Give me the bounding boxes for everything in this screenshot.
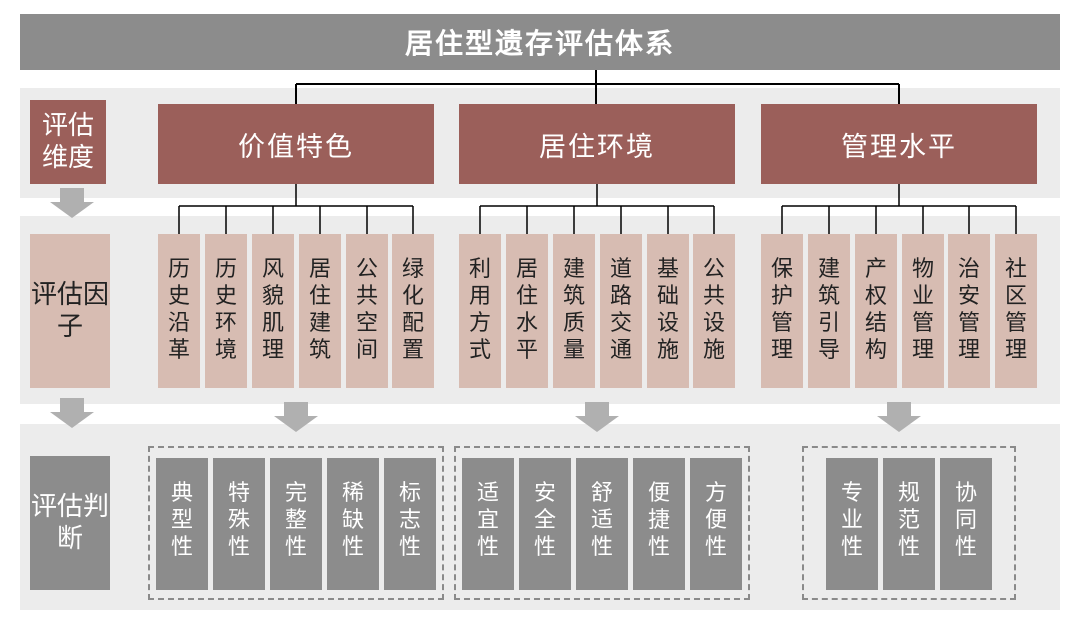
- factor-box: 保护管理: [761, 234, 803, 388]
- judgment-box: 稀缺性: [327, 458, 379, 590]
- judgment-box: 方便性: [690, 458, 742, 590]
- factor-box: 历史沿革: [158, 234, 200, 388]
- down-arrow-icon: [575, 402, 619, 432]
- judgment-box: 特殊性: [213, 458, 265, 590]
- factor-box: 建筑引导: [808, 234, 850, 388]
- title-to-category-lines: [295, 70, 900, 104]
- factor-box: 风貌肌理: [252, 234, 294, 388]
- judgment-box: 典型性: [156, 458, 208, 590]
- down-arrow-icon: [877, 402, 921, 432]
- judgment-box: 舒适性: [576, 458, 628, 590]
- factor-box: 历史环境: [205, 234, 247, 388]
- factor-box: 公共设施: [693, 234, 735, 388]
- factor-box: 治安管理: [948, 234, 990, 388]
- judgment-group-environment: [454, 446, 750, 600]
- factor-box: 公共空间: [346, 234, 388, 388]
- judgment-box: 安全性: [519, 458, 571, 590]
- down-arrow-icon: [50, 188, 94, 218]
- category-box-value: 价值特色: [158, 104, 434, 184]
- factor-box: 道路交通: [600, 234, 642, 388]
- factor-box: 居住建筑: [299, 234, 341, 388]
- factor-box: 建筑质量: [553, 234, 595, 388]
- judgment-group-value: [148, 446, 444, 600]
- judgment-box: 专业性: [826, 458, 878, 590]
- category-box-environment: 居住环境: [459, 104, 735, 184]
- judgment-box: 规范性: [883, 458, 935, 590]
- down-arrow-icon: [274, 402, 318, 432]
- category-to-factor-lines: [178, 184, 1017, 234]
- factor-box: 社区管理: [995, 234, 1037, 388]
- judgment-group-management: [802, 446, 1016, 600]
- judgment-box: 便捷性: [633, 458, 685, 590]
- judgment-box: 适宜性: [462, 458, 514, 590]
- row-label-dimension: 评估维度: [30, 100, 106, 184]
- diagram-title: 居住型遗存评估体系: [20, 14, 1060, 70]
- factor-box: 利用方式: [459, 234, 501, 388]
- judgment-box: 协同性: [940, 458, 992, 590]
- factor-box: 物业管理: [902, 234, 944, 388]
- row-label-factor: 评估因子: [30, 234, 110, 388]
- judgment-box: 完整性: [270, 458, 322, 590]
- down-arrow-icon: [50, 398, 94, 428]
- factor-box: 居住水平: [506, 234, 548, 388]
- judgment-box: 标志性: [384, 458, 436, 590]
- factor-box: 绿化配置: [392, 234, 434, 388]
- category-box-management: 管理水平: [761, 104, 1037, 184]
- factor-box: 基础设施: [647, 234, 689, 388]
- down-arrow-icon: [50, 188, 921, 432]
- factor-box: 产权结构: [855, 234, 897, 388]
- row-label-judgment: 评估判断: [30, 456, 110, 590]
